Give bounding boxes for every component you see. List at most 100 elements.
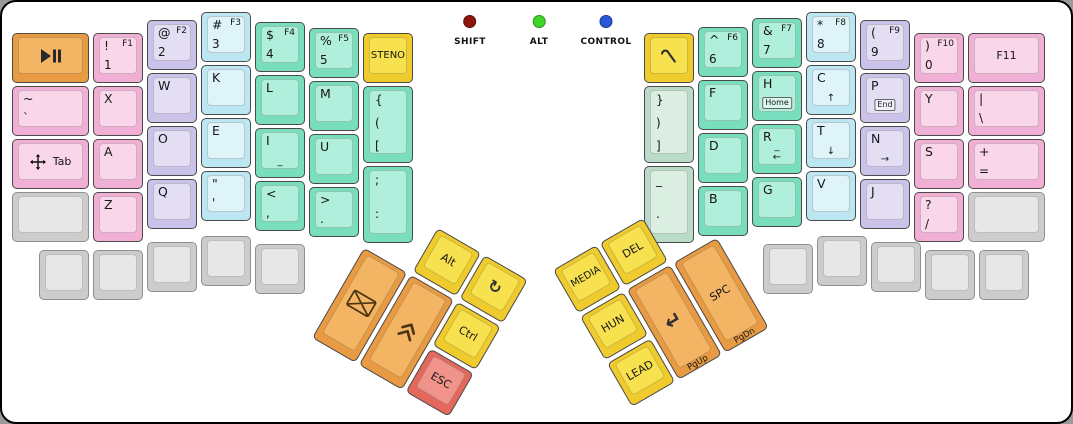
key-blank-left-outer[interactable]	[12, 192, 89, 242]
indicator-alt: ALT	[530, 15, 549, 47]
key-label-shifted: Q	[158, 184, 168, 199]
key-c[interactable]: C↑	[806, 65, 856, 115]
key-tilde[interactable]: ~`	[12, 86, 89, 136]
keycap-surface: T↓	[812, 122, 850, 159]
key-u[interactable]: U	[309, 134, 359, 184]
key-mail[interactable]	[312, 247, 408, 363]
key-j[interactable]: J	[860, 179, 910, 229]
key-blank-right-b5[interactable]	[979, 250, 1029, 300]
key-label-fn: F2	[176, 26, 187, 36]
key-label: HUN	[599, 311, 627, 336]
key-x[interactable]: X	[93, 86, 143, 136]
key-blank-left-b4[interactable]	[201, 236, 251, 286]
key-label-group: LEAD	[616, 346, 665, 394]
key-g[interactable]: G	[752, 177, 802, 227]
key-pipe-backslash[interactable]: |\	[968, 86, 1045, 136]
key-plus-equals[interactable]: +=	[968, 139, 1045, 189]
key-tab[interactable]: Tab	[12, 139, 89, 189]
key-comma[interactable]: <,	[255, 181, 305, 231]
key-blank-left-b1[interactable]	[39, 250, 89, 300]
keycap-surface: Q	[153, 183, 191, 220]
key-blank-left-b5[interactable]	[255, 244, 305, 294]
key-y[interactable]: Y	[914, 86, 964, 136]
key-label-shifted: P	[871, 78, 879, 93]
key-blank-right-b2[interactable]	[817, 236, 867, 286]
key-a[interactable]: A	[93, 139, 143, 189]
key-label-shifted: &	[763, 23, 773, 38]
key-label-shifted: D	[709, 138, 719, 153]
key-e[interactable]: E	[201, 118, 251, 168]
key-period[interactable]: >.	[309, 187, 359, 237]
key-blank-right-b3[interactable]	[871, 242, 921, 292]
key-semicolon-colon[interactable]: ;:	[363, 166, 413, 243]
key-label-base: 2	[158, 45, 166, 59]
key-label-shifted: A	[104, 144, 113, 159]
keycap-surface: Tab	[18, 143, 83, 180]
key-k[interactable]: K	[201, 65, 251, 115]
keycap-surface: MEDIA	[560, 251, 612, 303]
keycap-surface: L	[261, 79, 299, 116]
key-n[interactable]: N→	[860, 126, 910, 176]
keycap-surface: X	[99, 90, 137, 127]
key-blank-left-b3[interactable]	[147, 242, 197, 292]
keycap-surface: F	[704, 84, 742, 121]
key-stack-label: (	[375, 116, 380, 130]
key-i[interactable]: I_	[255, 128, 305, 178]
key-label-stack: ;:	[375, 173, 379, 241]
key-f11[interactable]: F11	[968, 33, 1045, 83]
key-z[interactable]: Z	[93, 192, 143, 242]
key-label-shifted: F	[709, 85, 717, 100]
key-v[interactable]: V	[806, 171, 856, 221]
key-stack-label: ]	[656, 139, 661, 153]
key-o[interactable]: O	[147, 126, 197, 176]
key-label-group: ↻	[471, 263, 520, 311]
key-chevrons[interactable]	[358, 274, 455, 390]
key-r[interactable]: R_←	[752, 124, 802, 174]
key-w[interactable]: W	[147, 73, 197, 123]
key-badge: Home	[762, 97, 792, 109]
key-m[interactable]: M	[309, 81, 359, 131]
key-t[interactable]: T↓	[806, 118, 856, 168]
key-quote[interactable]: "'	[201, 171, 251, 221]
key-layer-squiggle[interactable]	[644, 33, 694, 83]
key-blank-right-outer[interactable]	[968, 192, 1045, 242]
key-label-fn: F7	[781, 24, 792, 34]
key-q[interactable]: Q	[147, 179, 197, 229]
key-d[interactable]: D	[698, 133, 748, 183]
key-close-brackets[interactable]: })]	[644, 86, 694, 163]
key-question-slash[interactable]: ?/	[914, 192, 964, 242]
keycap-surface	[18, 196, 83, 233]
key-open-brackets[interactable]: {([	[363, 86, 413, 163]
key-label-shifted: (	[871, 25, 876, 40]
key-stack-label: .	[656, 207, 660, 221]
key-dash-period[interactable]: _.	[644, 166, 694, 243]
key-b[interactable]: B	[698, 186, 748, 236]
keycap-surface: LEAD	[614, 344, 666, 397]
key-play-pause[interactable]	[12, 33, 89, 83]
key-f[interactable]: F	[698, 80, 748, 130]
keycap-surface	[650, 37, 688, 74]
keycap-surface: G	[758, 181, 796, 218]
key-steno[interactable]: STENO	[363, 33, 413, 83]
key-blank-left-b2[interactable]	[93, 250, 143, 300]
key-blank-right-b1[interactable]	[763, 244, 813, 294]
key-s[interactable]: S	[914, 139, 964, 189]
key-l[interactable]: L	[255, 75, 305, 125]
key-blank-right-b4[interactable]	[925, 250, 975, 300]
keycap-surface: C↑	[812, 69, 850, 106]
